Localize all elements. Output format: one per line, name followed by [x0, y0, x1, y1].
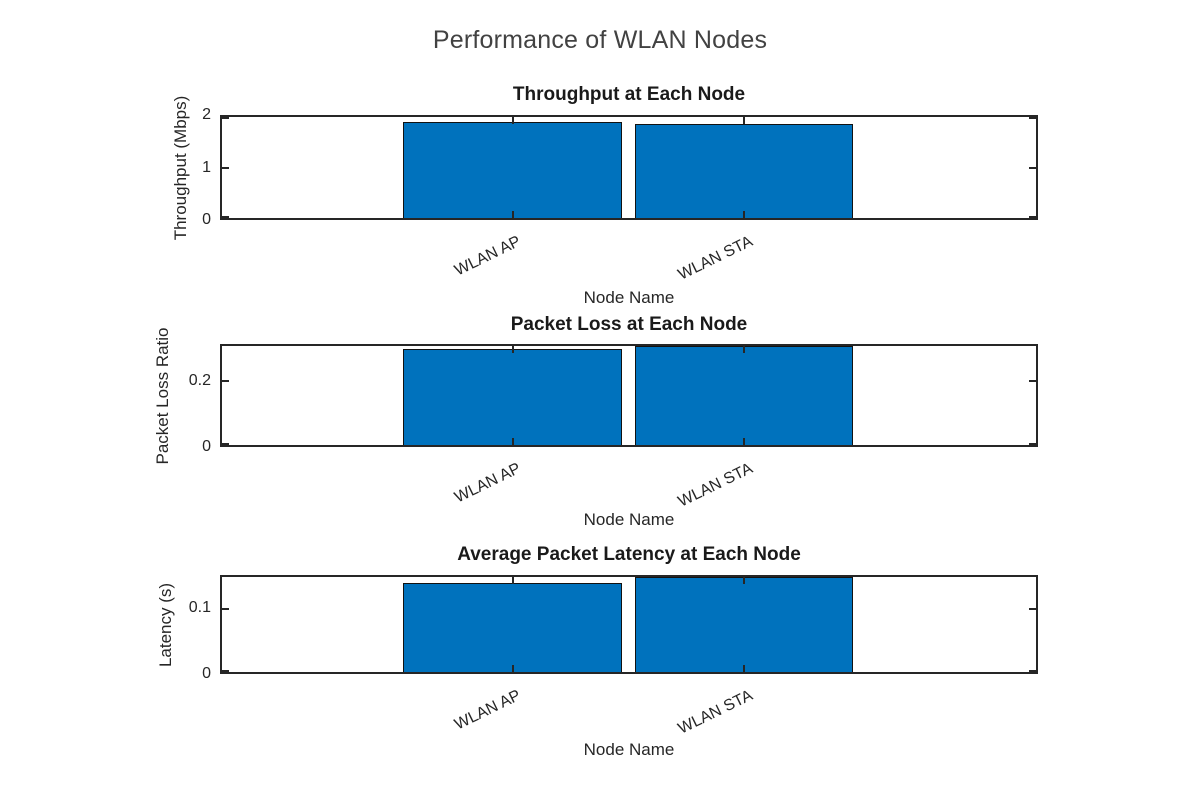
x-tick-label: WLAN STA [675, 687, 756, 738]
x-axis-label: Node Name [583, 740, 675, 759]
plot-area [220, 344, 1038, 447]
bar-wlan-sta [634, 577, 853, 672]
bar-wlan-ap [402, 122, 623, 218]
y-tick-right [1029, 117, 1036, 119]
y-tick-left [222, 117, 229, 119]
y-tick-label: 0 [202, 211, 211, 228]
y-axis-label: Throughput (Mbps) [171, 95, 190, 240]
x-tick-label: WLAN AP [452, 460, 524, 507]
y-tick-left [222, 380, 229, 383]
x-tick-top [511, 346, 514, 353]
plot-area [220, 575, 1038, 674]
y-axis-label: Packet Loss Ratio [153, 326, 172, 465]
y-tick-right [1029, 443, 1036, 445]
x-tick-top [742, 346, 745, 353]
y-tick-right [1029, 607, 1036, 610]
x-tick-bottom [742, 438, 745, 445]
subplot-title: Packet Loss at Each Node [510, 314, 748, 335]
y-tick-left [222, 166, 229, 169]
x-tick-label: WLAN STA [675, 233, 756, 284]
y-tick-label: 2 [202, 106, 211, 123]
x-tick-label: WLAN AP [452, 233, 524, 280]
x-tick-top [742, 577, 745, 584]
x-tick-bottom [511, 438, 514, 445]
x-tick-label: WLAN AP [452, 687, 524, 734]
bar-wlan-sta [634, 346, 853, 445]
y-tick-label: 1 [202, 158, 211, 176]
subplot-title: Throughput at Each Node [512, 84, 746, 105]
y-axis-label: Latency (s) [156, 582, 175, 667]
y-tick-left [222, 216, 229, 218]
x-tick-top [511, 117, 514, 124]
figure-title: Performance of WLAN Nodes [432, 26, 768, 54]
plot-area [220, 115, 1038, 220]
x-tick-top [742, 117, 745, 124]
x-axis-label: Node Name [583, 288, 675, 307]
y-tick-label: 0.1 [188, 599, 211, 616]
bar-wlan-ap [402, 349, 623, 445]
bar-wlan-sta [634, 124, 853, 218]
x-tick-bottom [511, 211, 514, 218]
y-tick-right [1029, 166, 1036, 169]
bar-wlan-ap [402, 582, 623, 672]
y-tick-label: 0.2 [188, 371, 211, 389]
y-tick-left [222, 607, 229, 610]
x-tick-bottom [742, 211, 745, 218]
x-tick-bottom [742, 665, 745, 672]
y-tick-left [222, 670, 229, 672]
x-tick-bottom [511, 665, 514, 672]
y-tick-label: 0 [202, 665, 211, 682]
y-tick-right [1029, 380, 1036, 383]
y-tick-right [1029, 216, 1036, 218]
x-tick-label: WLAN STA [675, 460, 756, 511]
x-axis-label: Node Name [583, 510, 675, 529]
subplot-title: Average Packet Latency at Each Node [457, 544, 801, 565]
y-tick-left [222, 443, 229, 445]
x-tick-top [511, 577, 514, 584]
y-tick-right [1029, 670, 1036, 672]
y-tick-label: 0 [202, 438, 211, 455]
